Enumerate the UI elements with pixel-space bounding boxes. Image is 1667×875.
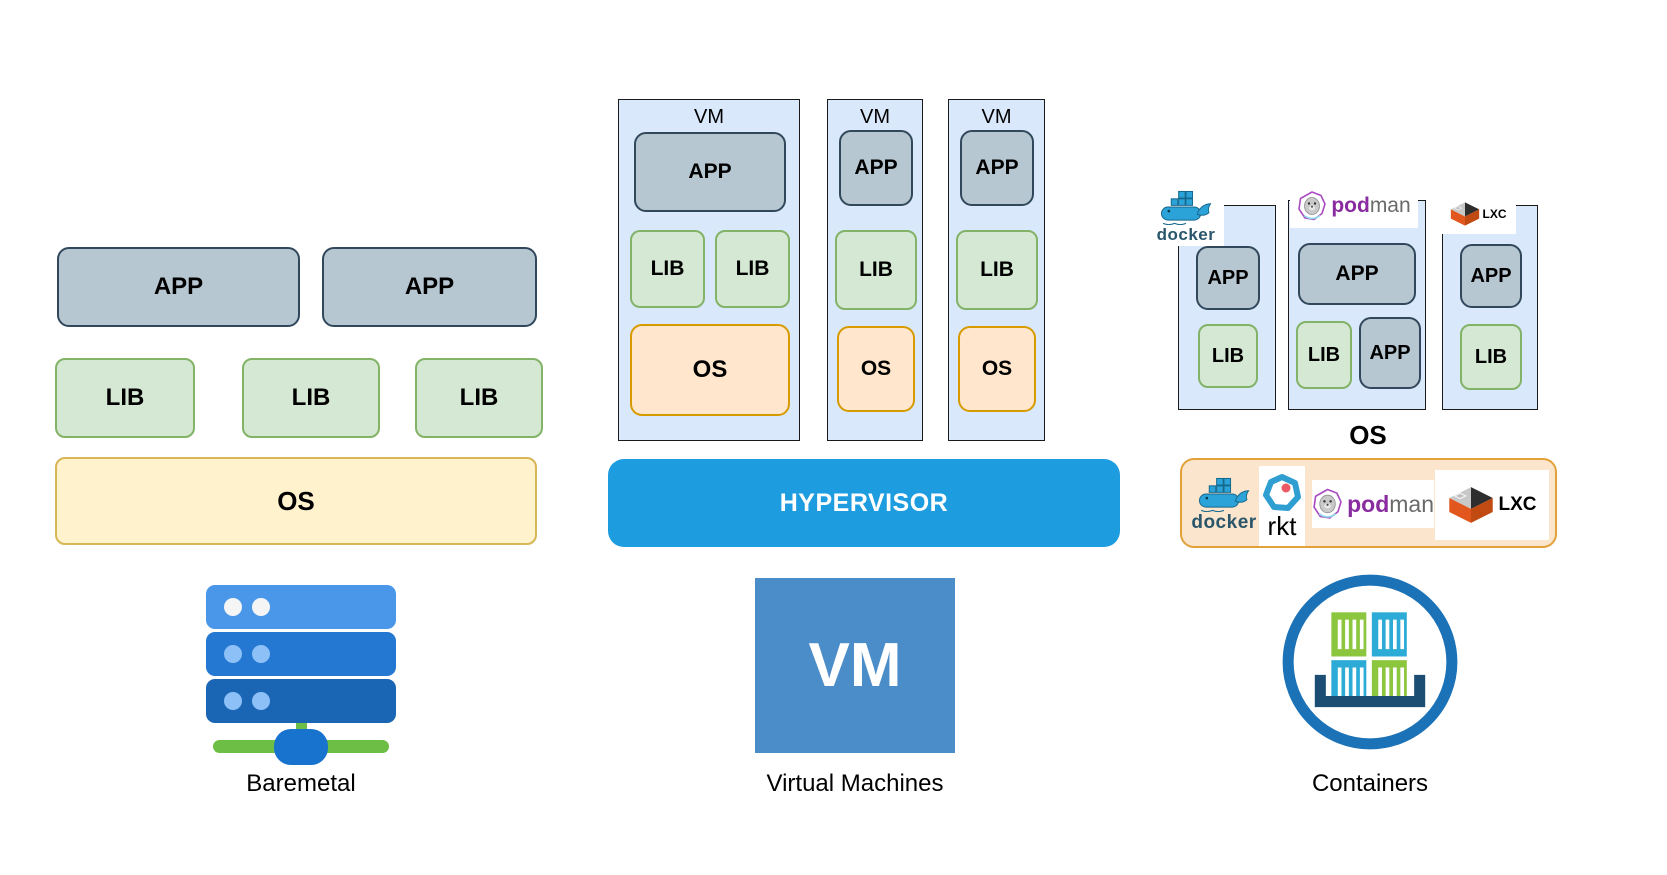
- podman-logo: podman: [1290, 184, 1418, 228]
- podman-logo-text-man: man: [1369, 194, 1411, 217]
- docker-logo: docker: [1191, 472, 1257, 538]
- hypervisor-bar: HYPERVISOR: [608, 459, 1120, 547]
- docker-whale-icon: [1196, 476, 1252, 512]
- lxc-logo: LXC: [1435, 470, 1549, 540]
- container-lib-box: LIB: [1460, 324, 1522, 390]
- container-lib-box: LIB: [1198, 324, 1258, 388]
- docker-logo-text: docker: [1191, 512, 1257, 533]
- container-app-box: APP: [1196, 246, 1260, 310]
- vm-os-box: OS: [958, 326, 1036, 412]
- vm-icon-label: VM: [808, 631, 902, 700]
- server-icon: [206, 585, 396, 765]
- vm-lib-box: LIB: [630, 230, 705, 308]
- vm-lib-box: LIB: [715, 230, 790, 308]
- vm-column-title: VM: [694, 106, 724, 128]
- vm-icon: VM: [755, 578, 955, 753]
- container-app-box: APP: [1359, 317, 1421, 389]
- podman-logo: podman: [1312, 480, 1434, 528]
- docker-container-column: APP LIB: [1178, 205, 1276, 410]
- rkt-logo: rkt: [1259, 466, 1305, 546]
- baremetal-label: Baremetal: [246, 770, 356, 797]
- containers-os-heading: OS: [1349, 420, 1387, 450]
- baremetal-lib-box: LIB: [242, 358, 380, 438]
- baremetal-lib-box: LIB: [55, 358, 195, 438]
- baremetal-os-box: OS: [55, 457, 537, 545]
- vm-os-box: OS: [837, 326, 915, 412]
- vm-app-box: APP: [839, 130, 913, 206]
- lxc-logo-text: LXC: [1498, 494, 1537, 515]
- podman-logo-text-pod: pod: [1347, 490, 1390, 517]
- baremetal-lib-box: LIB: [415, 358, 543, 438]
- docker-logo: docker: [1148, 188, 1224, 246]
- container-lib-box: LIB: [1296, 321, 1352, 389]
- lxc-container-column: APP LIB: [1442, 205, 1538, 410]
- containers-os-bar: docker rkt podman LXC: [1180, 458, 1557, 548]
- containers-icon: [1278, 570, 1462, 754]
- podman-seal-icon: [1312, 488, 1343, 520]
- podman-container-column: APP LIB APP: [1288, 200, 1426, 410]
- lxc-cube-icon: [1448, 485, 1494, 525]
- container-app-box: APP: [1298, 243, 1416, 305]
- virtual-machines-label: Virtual Machines: [766, 770, 944, 797]
- rkt-logo-text: rkt: [1267, 511, 1297, 541]
- vm-column: VM APP LIB LIB OS: [618, 99, 800, 441]
- docker-whale-icon: [1157, 189, 1215, 225]
- vm-column-title: VM: [981, 106, 1012, 128]
- containers-label: Containers: [1311, 770, 1429, 797]
- docker-logo-text: docker: [1156, 225, 1216, 244]
- vm-lib-box: LIB: [956, 230, 1038, 310]
- lxc-logo-text: LXC: [1482, 207, 1507, 221]
- baremetal-app-box: APP: [57, 247, 300, 327]
- vm-column: VM APP LIB OS: [948, 99, 1045, 441]
- podman-seal-icon: [1297, 191, 1327, 221]
- baremetal-app-box: APP: [322, 247, 537, 327]
- vm-app-box: APP: [634, 132, 786, 212]
- container-app-box: APP: [1460, 244, 1522, 308]
- rkt-rocket-icon: [1262, 473, 1302, 513]
- vm-column-title: VM: [860, 106, 890, 128]
- vm-column: VM APP LIB OS: [827, 99, 923, 441]
- vm-app-box: APP: [960, 130, 1034, 206]
- lxc-cube-icon: [1450, 201, 1480, 227]
- vm-lib-box: LIB: [835, 230, 917, 310]
- podman-logo-text-pod: pod: [1331, 194, 1370, 217]
- vm-os-box: OS: [630, 324, 790, 416]
- lxc-logo: LXC: [1440, 194, 1516, 234]
- podman-logo-text-man: man: [1389, 490, 1434, 517]
